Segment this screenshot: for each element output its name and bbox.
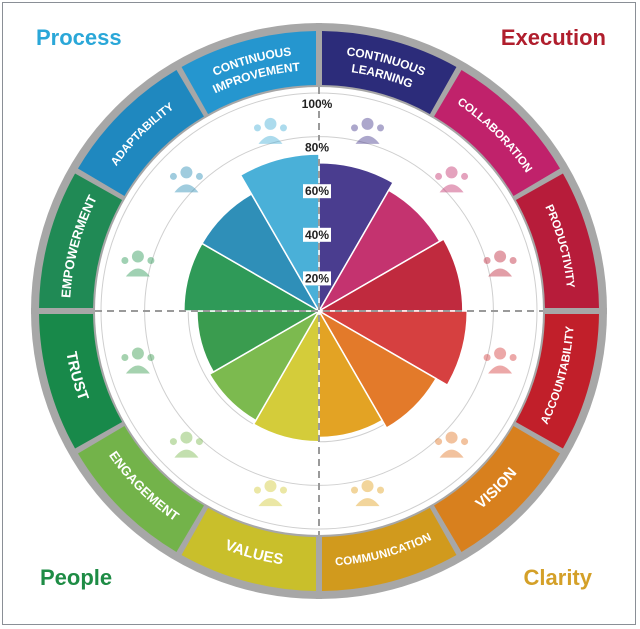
strategy-play-icon bbox=[483, 250, 517, 277]
percent-tick-bg bbox=[303, 184, 331, 199]
score-wedges bbox=[183, 153, 468, 443]
ring-segment-values bbox=[181, 507, 317, 591]
quadrant-label-execution: Execution bbox=[500, 25, 606, 50]
percent-tick-bg bbox=[303, 97, 331, 111]
ring-segment-trust bbox=[39, 313, 123, 449]
score-wedge-engagement bbox=[208, 308, 322, 422]
category-ring bbox=[31, 23, 607, 599]
percent-tick-label: 100% bbox=[302, 97, 333, 111]
ring-segment-empowerment bbox=[39, 173, 123, 309]
handshake-icon bbox=[121, 347, 155, 374]
quadrant-label-clarity: Clarity bbox=[523, 565, 592, 590]
ring-segment-continuous-learning bbox=[321, 31, 457, 115]
target-success-icon bbox=[253, 117, 287, 144]
lightbulb-icon bbox=[169, 166, 203, 193]
percent-tick-label: 40% bbox=[305, 228, 329, 242]
shield-icon bbox=[253, 480, 287, 507]
team-hierarchy-icon bbox=[435, 166, 469, 193]
percent-tick-bg bbox=[303, 140, 331, 155]
percent-tick-bg bbox=[303, 227, 331, 242]
score-wedge-vision bbox=[316, 308, 438, 430]
raised-hands-icon bbox=[169, 431, 203, 458]
segment-icons bbox=[121, 117, 517, 507]
ring-segment-productivity bbox=[515, 173, 599, 309]
meeting-icon bbox=[351, 480, 385, 507]
quadrant-axes bbox=[95, 87, 543, 535]
percent-tick-label: 80% bbox=[305, 141, 329, 155]
ring-segment-continuous-improvement bbox=[181, 31, 317, 115]
percent-tick-bg bbox=[303, 271, 331, 286]
ring-segment-vision bbox=[434, 426, 561, 553]
percent-tick-label: 20% bbox=[305, 271, 329, 285]
deadline-runner-icon bbox=[483, 347, 517, 374]
ring-segment-adaptability bbox=[77, 69, 204, 196]
ring-segment-engagement bbox=[77, 426, 204, 553]
quadrant-label-process: Process bbox=[36, 25, 122, 50]
signpost-icon bbox=[435, 431, 469, 458]
percent-scale: 20% 40% 60% 80% 100% bbox=[302, 97, 333, 286]
ring-segment-communication bbox=[321, 507, 457, 591]
ring-segment-collaboration bbox=[434, 69, 561, 196]
ring-segment-accountability bbox=[515, 313, 599, 449]
certificate-icon bbox=[351, 117, 385, 144]
stairs-trophy-icon bbox=[121, 250, 155, 277]
quadrant-label-people: People bbox=[40, 565, 113, 590]
percent-tick-label: 60% bbox=[305, 184, 329, 198]
